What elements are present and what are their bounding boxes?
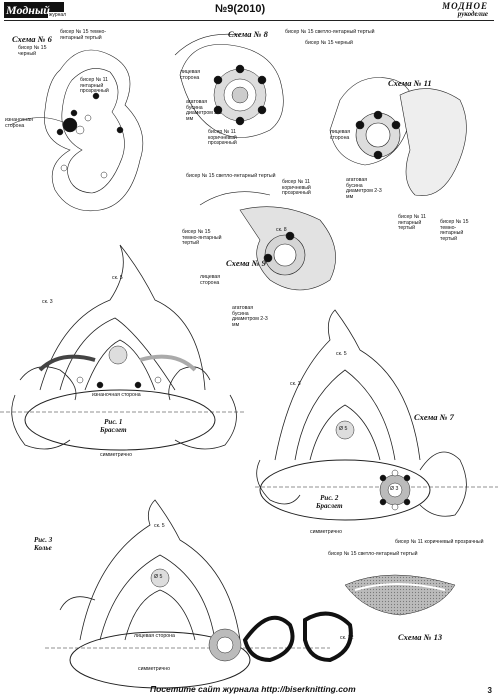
scheme-11-label: бисер № 15 темно-янтарный тертый xyxy=(440,219,469,242)
size-mark: Ø 5 xyxy=(339,426,348,432)
scheme-8-label: агатовая бусина диаметром 2-3 мм xyxy=(186,99,222,122)
scheme-11-drawing xyxy=(329,77,467,197)
size-mark: ск. 8 xyxy=(276,227,287,233)
size-mark: Ø 3 xyxy=(390,486,399,492)
scheme-8-label: бисер № 11 коричневый прозрачный xyxy=(208,129,237,147)
logo-subtext: журнал xyxy=(48,12,68,18)
scheme-11-label: лицевая сторона xyxy=(330,129,351,141)
section-logo-line1: МОДНОЕ xyxy=(442,1,488,11)
scheme-11-label: бисер № 11 янтарный тертый xyxy=(398,214,427,232)
scheme-11-title: Схема № 11 xyxy=(388,78,432,88)
footer-website: Посетите сайт журнала http://biserknitti… xyxy=(150,684,356,694)
page-number: 3 xyxy=(487,686,492,695)
figure-1-drawing xyxy=(0,244,245,451)
size-mark: ск. 3 xyxy=(42,299,53,305)
scheme-8-title: Схема № 8 xyxy=(228,29,268,39)
size-mark: ск. 5 xyxy=(112,275,123,281)
figure-3-label: лицевая сторона xyxy=(134,633,175,639)
scheme-6-beads xyxy=(56,92,124,179)
scheme-8-label: бисер № 15 черный xyxy=(305,40,353,46)
page-header: Модный журнал №9(2010) МОДНОЕ рукоделие xyxy=(0,0,498,22)
issue-number: №9(2010) xyxy=(215,3,266,15)
figure-2-drawing xyxy=(255,309,498,521)
size-mark: ск. 3 xyxy=(290,381,301,387)
scheme-6-label: бисер № 11 янтарный прозрачный xyxy=(80,77,109,95)
size-mark: Ø 5 xyxy=(154,574,163,580)
section-logo: МОДНОЕ рукоделие xyxy=(442,1,488,19)
figure-3-label: симметрично xyxy=(138,666,170,672)
scheme-13-title: Схема № 13 xyxy=(398,632,443,642)
scheme-9-label: агатовая бусина диаметром 2-3 мм xyxy=(232,305,268,328)
figure-1-label: изнаночная сторона xyxy=(92,392,141,398)
scheme-6-label: бисер № 15 черный xyxy=(18,45,47,57)
logo-text: Модный xyxy=(6,3,50,17)
scheme-7-label: бисер № 15 светло-янтарный тертый xyxy=(328,551,418,557)
section-logo-line2: рукоделие xyxy=(457,10,488,18)
scheme-6-label: бисер № 15 темно-янтарный тертый xyxy=(60,29,107,41)
figure-1-caption: Рис. 1 Браслет xyxy=(100,418,127,434)
scheme-8-drawing xyxy=(174,33,284,138)
header-rule xyxy=(4,20,494,21)
scheme-13-drawing xyxy=(344,574,456,616)
size-mark: ск. 5 xyxy=(336,351,347,357)
figure-2-label: симметрично xyxy=(310,529,342,535)
scheme-8-label: бисер № 15 светло-янтарный тертый xyxy=(285,29,375,35)
figure-3-caption: Рис. 3 Колье xyxy=(34,536,53,552)
magazine-logo: Модный журнал xyxy=(4,2,68,18)
scheme-6-label: изнаночная сторона xyxy=(5,117,33,129)
scheme-9-label: лицевая сторона xyxy=(200,274,221,286)
scheme-9-title: Схема № 9 xyxy=(226,258,266,268)
scheme-11-label: агатовая бусина диаметром 2-3 мм xyxy=(346,177,382,200)
figure-1-label: симметрично xyxy=(100,452,132,458)
scheme-9-label: бисер № 11 коричневый прозрачный xyxy=(282,179,311,197)
scheme-8-beads xyxy=(213,64,267,126)
size-mark: ск. 5 xyxy=(154,523,165,529)
scheme-8-label: лицевая сторона xyxy=(180,69,201,81)
scheme-7-title: Схема № 7 xyxy=(414,412,454,422)
figure-2-caption: Рис. 2 Браслет xyxy=(316,494,343,510)
figure-3-beads xyxy=(150,568,353,663)
figure-3-drawing xyxy=(45,499,330,689)
scheme-9-label: бисер № 15 темно-янтарный тертый xyxy=(182,229,222,247)
scheme-9-drawing xyxy=(199,191,336,291)
scheme-7-label: бисер № 11 коричневый прозрачный xyxy=(395,539,484,545)
figure-2-beads xyxy=(335,420,411,511)
figure-1-beads xyxy=(38,345,197,389)
size-mark: ск. 12 xyxy=(340,635,354,641)
scheme-6-title: Схема № 6 xyxy=(12,34,52,44)
scheme-9-label: бисер № 15 светло-янтарный тертый xyxy=(186,173,276,179)
